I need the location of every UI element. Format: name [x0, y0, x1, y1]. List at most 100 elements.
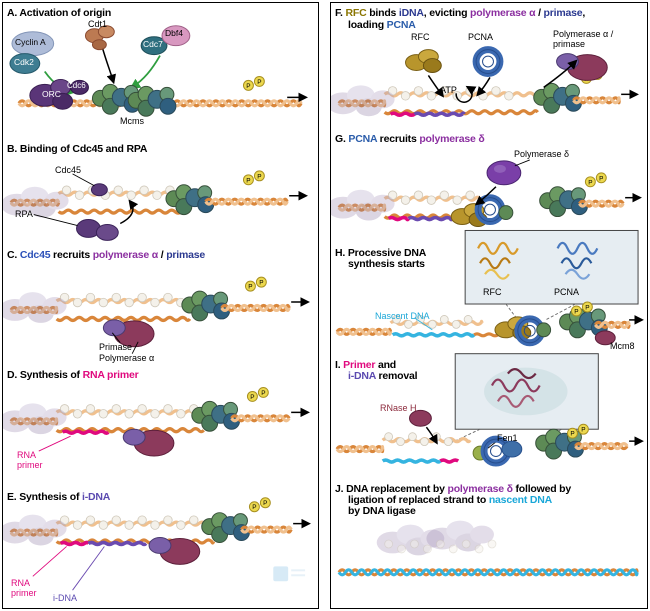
label-polymerase-delta: Polymerase δ: [514, 149, 570, 159]
idna-strand: [407, 215, 454, 222]
idna-strand: [87, 540, 148, 547]
svg-text:P: P: [246, 83, 250, 90]
leader-line: [514, 159, 530, 167]
section-j-title-line3: by DNA ligase: [348, 505, 416, 517]
pol-alpha-primase-blob: [556, 53, 608, 81]
structure-surface: [484, 367, 568, 416]
ghost-origin-complex: [3, 186, 69, 218]
pol-alpha-primase-blob: [148, 537, 201, 565]
atp-arrow: [455, 85, 477, 103]
leader-line: [111, 332, 121, 344]
rna-primer-strand: [439, 458, 460, 464]
mcm-complex: [539, 186, 588, 218]
cdk2-blob: [9, 53, 41, 74]
rna-primer-strand: [387, 215, 411, 222]
label-cdc7: Cdc7: [143, 39, 163, 49]
svg-text:P: P: [588, 179, 592, 186]
pol-alpha-primase-blob: [122, 428, 175, 457]
mcm8-blob: [594, 330, 616, 346]
svg-text:P: P: [257, 79, 261, 86]
loading-arrow: [427, 75, 445, 98]
ghost-origin-complex: [331, 189, 395, 221]
label-primase: Primase: [99, 342, 133, 352]
watermark: [273, 566, 306, 582]
label-dbf4: Dbf4: [165, 28, 183, 38]
ssdna-beads: [384, 539, 497, 554]
label-fen1: Fen1: [497, 433, 518, 443]
pol-delta-bound-blob: [501, 440, 523, 458]
cdt1-blob: [97, 25, 115, 39]
leader-line: [33, 214, 78, 226]
label-nascent-dna: Nascent DNA: [375, 311, 430, 321]
svg-text:P: P: [585, 304, 589, 311]
ssdna-beads: [392, 315, 473, 329]
label-rpa: RPA: [15, 209, 33, 219]
pcna-structure-ribbon: [556, 241, 599, 255]
label-orc: ORC: [42, 89, 61, 99]
rna-primer-strand: [59, 540, 90, 547]
left-panel: P P P P: [2, 2, 319, 609]
art-pol-alpha-recruitment: P P: [3, 276, 310, 354]
leader-line: [72, 173, 95, 187]
section-g-title: G. PCNA recruits polymerase δ: [335, 133, 485, 145]
section-h-title-line2: synthesis starts: [348, 258, 425, 270]
section-e-title: E. Synthesis of i-DNA: [7, 491, 111, 503]
art-idna-synthesis: P P: [3, 497, 311, 591]
nascent-dna-strand: [381, 458, 442, 464]
ghost-origin-complex: [331, 85, 395, 117]
mcm-complex: [165, 184, 215, 216]
ghost-complex: [426, 520, 494, 552]
label-polymerase-alpha: Polymerase α: [99, 353, 155, 363]
label-mcm8: Mcm8: [610, 341, 635, 351]
dbf4-blob: [161, 25, 191, 47]
idna-strand: [413, 111, 466, 117]
rnase-h-blob: [409, 409, 432, 427]
phosphate-marks: P P: [567, 423, 589, 439]
art-cdc45-rpa-binding: P P: [3, 170, 308, 241]
phosphate-marks: P P: [570, 301, 593, 317]
section-d-title: D. Synthesis of RNA primer: [7, 369, 139, 381]
section-i-title-line2: i-DNA removal: [348, 370, 418, 382]
label-polymerase-alpha-primase: Polymerase α / primase: [553, 29, 614, 49]
section-h-title-line1: H. Processive DNA: [335, 247, 427, 259]
phosphate-marks: P P: [242, 75, 265, 91]
ligated-nascent-strand: [337, 568, 639, 577]
mcm-complex: [533, 82, 582, 114]
svg-text:P: P: [252, 504, 256, 511]
loading-arrow: [101, 47, 116, 85]
ghost-origin-complex: [3, 514, 67, 546]
label-atp: ATP: [440, 85, 457, 95]
cdc6-blob: [70, 79, 89, 95]
nuclease-structure-ribbon: [491, 378, 541, 393]
loading-arrow: [476, 77, 491, 97]
pol-delta-blob: [486, 160, 522, 186]
recruitment-arrow: [474, 186, 497, 206]
label-rnase-h: RNase H: [380, 403, 417, 413]
leader-line: [32, 546, 67, 577]
section-j-title-line1: J. DNA replacement by polymerase δ follo…: [335, 483, 572, 495]
orc-complex: [29, 78, 74, 110]
svg-text:P: P: [581, 427, 585, 434]
label-cyclin-a: Cyclin A: [15, 37, 46, 47]
nascent-dna-strand: [391, 332, 476, 338]
gins-blob: [498, 205, 514, 221]
rpa-blob: [95, 224, 119, 241]
label-rfc-inset: RFC: [483, 287, 502, 297]
art-rfc-pcna-loading: P P: [331, 46, 639, 117]
svg-text:P: P: [574, 308, 578, 315]
svg-text:P: P: [263, 500, 267, 507]
ssdna-beads: [61, 185, 175, 200]
section-f-title-line1: F. RFC binds iDNA, evicting polymerase α…: [335, 7, 586, 19]
phosphate-marks: P P: [248, 497, 271, 513]
mcm-complex: [127, 85, 177, 117]
phosphate-marks: P P: [584, 172, 607, 188]
label-rna-primer: RNA primer: [17, 450, 43, 470]
gins-blob: [536, 322, 552, 338]
ghost-origin-complex: [3, 403, 67, 435]
label-mcms: Mcms: [120, 116, 144, 126]
label-cdc45: Cdc45: [55, 165, 82, 175]
svg-text:P: P: [599, 175, 603, 182]
right-panel-art: P P: [331, 46, 644, 577]
ghost-origin-complex: [3, 292, 67, 323]
art-processive-synthesis: P P: [335, 229, 644, 347]
